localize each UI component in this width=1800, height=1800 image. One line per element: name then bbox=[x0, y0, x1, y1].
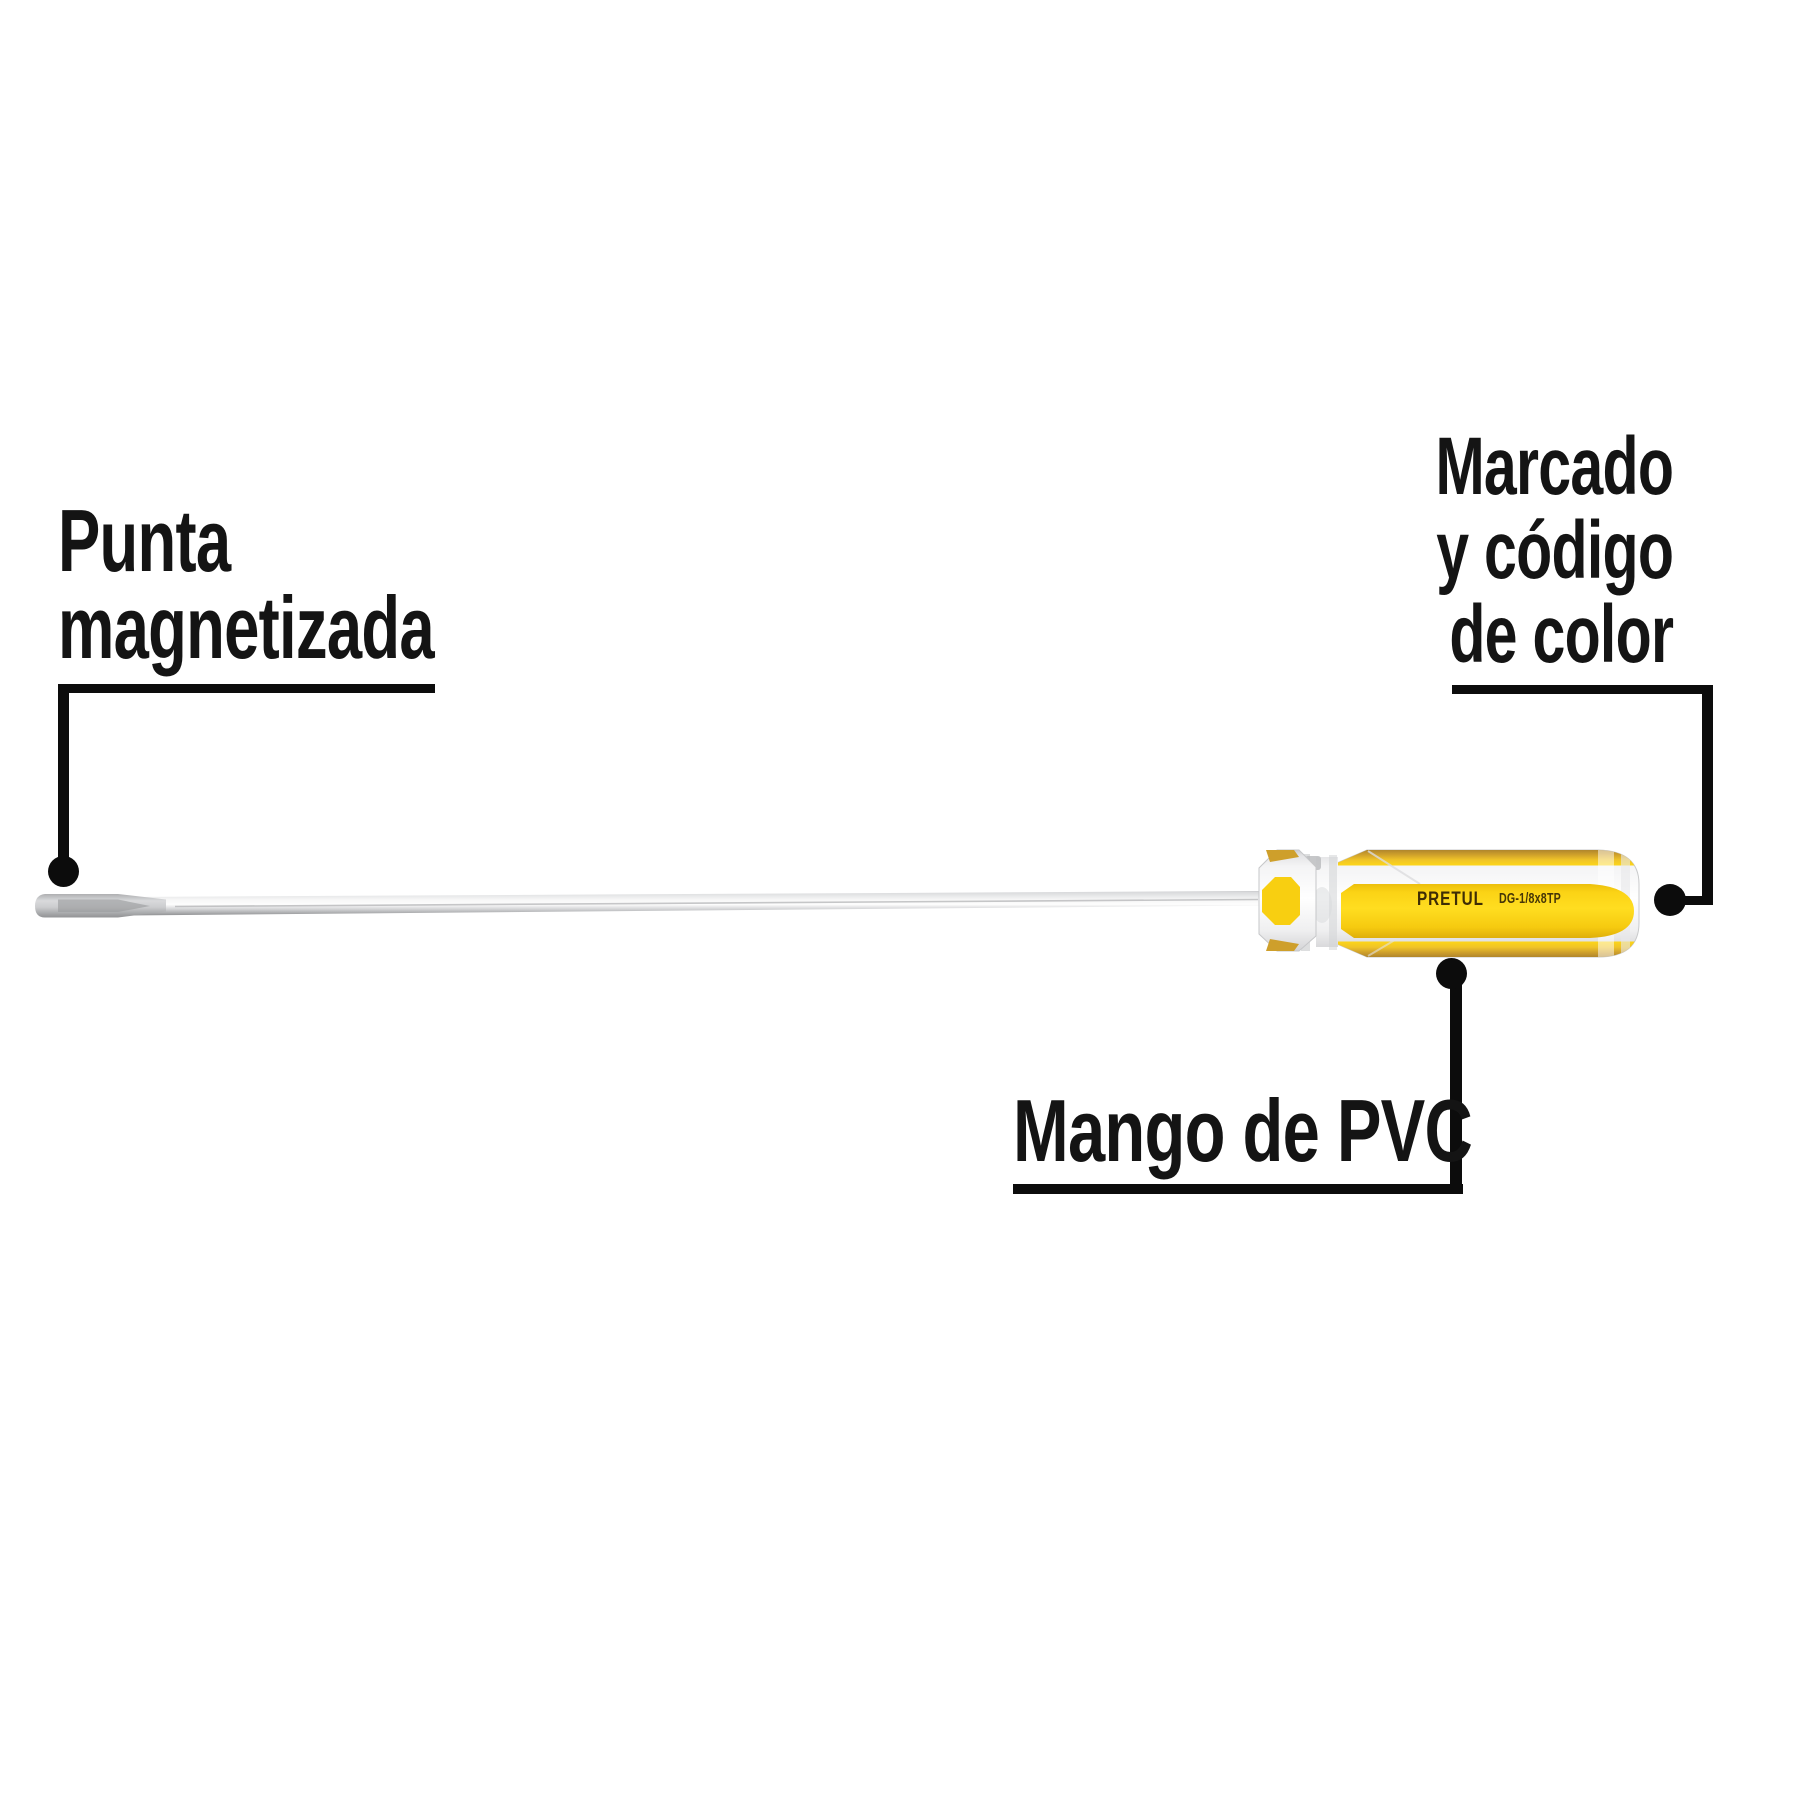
model-text: DG-1/8x8TP bbox=[1499, 891, 1561, 907]
callout-tip-underline bbox=[58, 684, 435, 693]
tip-grind-facet bbox=[58, 899, 150, 912]
callout-handle-dot bbox=[1436, 958, 1467, 989]
callout-tip-vertical-line bbox=[58, 684, 69, 875]
callout-marking-vertical-line bbox=[1702, 685, 1713, 905]
collar-gold-top bbox=[1266, 850, 1299, 862]
label-tip-line2: magnetizada bbox=[58, 578, 435, 677]
handle-top-stripe bbox=[1337, 850, 1639, 866]
callout-marking-underline bbox=[1452, 685, 1713, 694]
label-mango-pvc: Mango de PVC bbox=[1013, 1081, 1473, 1180]
callout-marking-dot bbox=[1654, 884, 1686, 916]
shaft-center-line bbox=[174, 898, 1259, 908]
label-marking-line2: y código bbox=[1436, 505, 1674, 596]
label-marking-line1: Marcado bbox=[1435, 421, 1673, 512]
collar-gold-bottom bbox=[1266, 939, 1299, 951]
handle-core bbox=[1341, 884, 1634, 938]
waist-reflection bbox=[1312, 887, 1332, 923]
label-marcado-codigo-color: Marcado y código de color bbox=[1435, 425, 1673, 677]
brand-text: PRETUL bbox=[1417, 889, 1484, 910]
label-handle-line1: Mango de PVC bbox=[1013, 1081, 1473, 1180]
waist-shade-right bbox=[1329, 855, 1337, 950]
callout-handle-vertical-line bbox=[1450, 973, 1462, 1194]
handle-bottom-stripe bbox=[1337, 941, 1639, 957]
callout-tip-dot bbox=[48, 856, 79, 887]
callout-handle-underline bbox=[1013, 1184, 1463, 1194]
label-punta-magnetizada: Punta magnetizada bbox=[58, 491, 435, 677]
callout-marking-connector bbox=[1669, 896, 1713, 905]
label-tip-line1: Punta bbox=[58, 491, 231, 590]
collar-core bbox=[1262, 877, 1300, 925]
handle-facet-line-top bbox=[1367, 850, 1421, 885]
label-marking-line3: de color bbox=[1449, 589, 1674, 680]
